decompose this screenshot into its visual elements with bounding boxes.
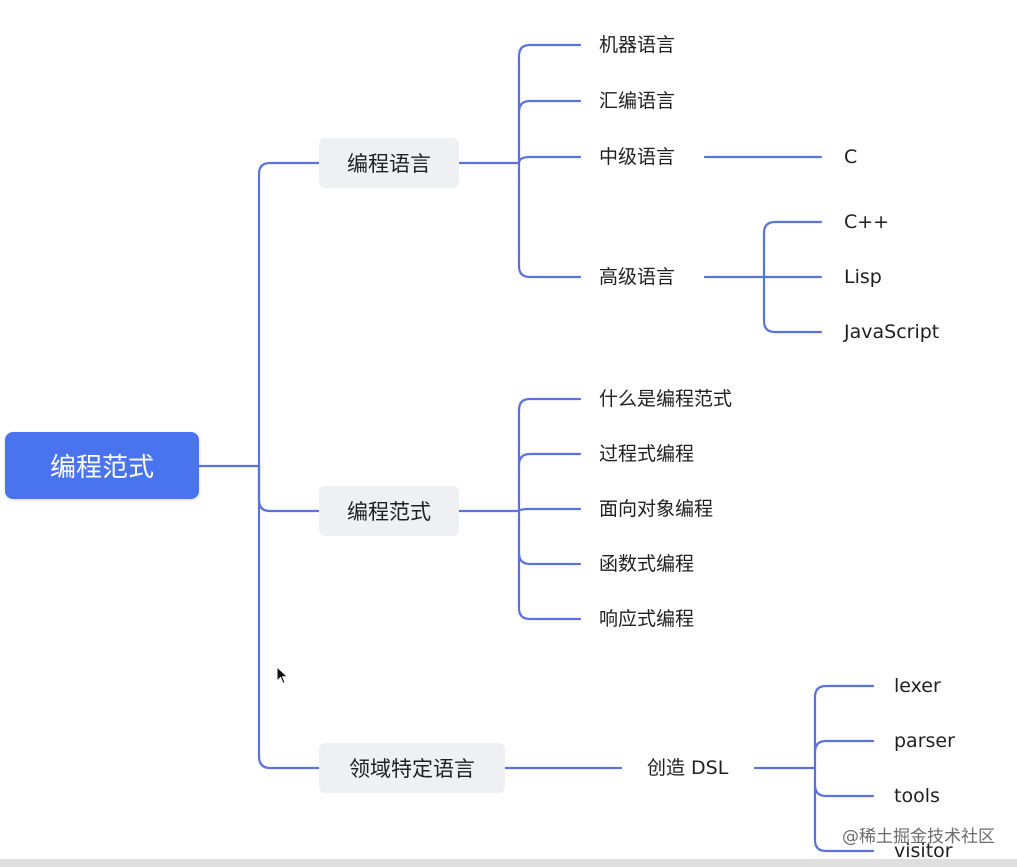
leaf-parser[interactable]: parser xyxy=(894,730,955,752)
watermark: @稀土掘金技术社区 xyxy=(842,827,995,847)
connector-b2-c4 xyxy=(517,509,582,566)
connector-dsl-lexer xyxy=(813,684,875,770)
branch-node-programming-paradigms[interactable]: 编程范式 xyxy=(319,486,459,536)
leaf-javascript[interactable]: JavaScript xyxy=(844,321,940,343)
leaf-procedural[interactable]: 过程式编程 xyxy=(599,443,695,465)
leaf-object-oriented[interactable]: 面向对象编程 xyxy=(599,498,714,520)
mouse-cursor-icon xyxy=(276,666,289,685)
connector-b1-c2 xyxy=(517,99,582,114)
leaf-tools[interactable]: tools xyxy=(894,785,940,807)
connector-trunk-bottom xyxy=(257,464,321,770)
leaf-cpp[interactable]: C++ xyxy=(844,211,890,233)
connector-b2-c2 xyxy=(517,452,582,467)
branch-node-dsl[interactable]: 领域特定语言 xyxy=(319,743,505,793)
leaf-assembly-language[interactable]: 汇编语言 xyxy=(599,90,676,112)
connector-b2-c1 xyxy=(517,397,582,513)
connector-b2-c3 xyxy=(517,507,582,513)
connector-b2-c5 xyxy=(517,551,582,621)
leaf-functional[interactable]: 函数式编程 xyxy=(599,553,695,575)
connector-high-cpp xyxy=(762,220,823,279)
leaf-lexer[interactable]: lexer xyxy=(894,675,941,697)
leaf-what-is-paradigm[interactable]: 什么是编程范式 xyxy=(599,388,733,410)
connector-b1-c3 xyxy=(517,155,582,165)
leaf-lisp[interactable]: Lisp xyxy=(844,266,882,288)
leaf-create-dsl[interactable]: 创造 DSL xyxy=(647,757,729,779)
connector-b1-c1 xyxy=(517,43,582,165)
leaf-high-level-language[interactable]: 高级语言 xyxy=(599,266,676,288)
connector-trunk-mid xyxy=(257,464,321,513)
connector-dsl-visitor xyxy=(813,783,875,853)
connector-b1-c4 xyxy=(517,161,582,279)
connector-trunk-top xyxy=(257,161,321,468)
connector-high-js xyxy=(762,275,823,334)
bottom-edge-bar xyxy=(0,859,1017,867)
root-node[interactable]: 编程范式 xyxy=(5,432,199,499)
leaf-mid-level-language[interactable]: 中级语言 xyxy=(599,146,676,168)
leaf-reactive[interactable]: 响应式编程 xyxy=(599,608,695,630)
leaf-c[interactable]: C xyxy=(844,146,858,168)
branch-node-programming-languages[interactable]: 编程语言 xyxy=(319,138,459,188)
leaf-machine-language[interactable]: 机器语言 xyxy=(599,34,676,56)
leaf-visitor[interactable]: visitor xyxy=(894,840,953,862)
connector-dsl-parser xyxy=(813,739,875,754)
connector-dsl-tools xyxy=(813,766,875,798)
